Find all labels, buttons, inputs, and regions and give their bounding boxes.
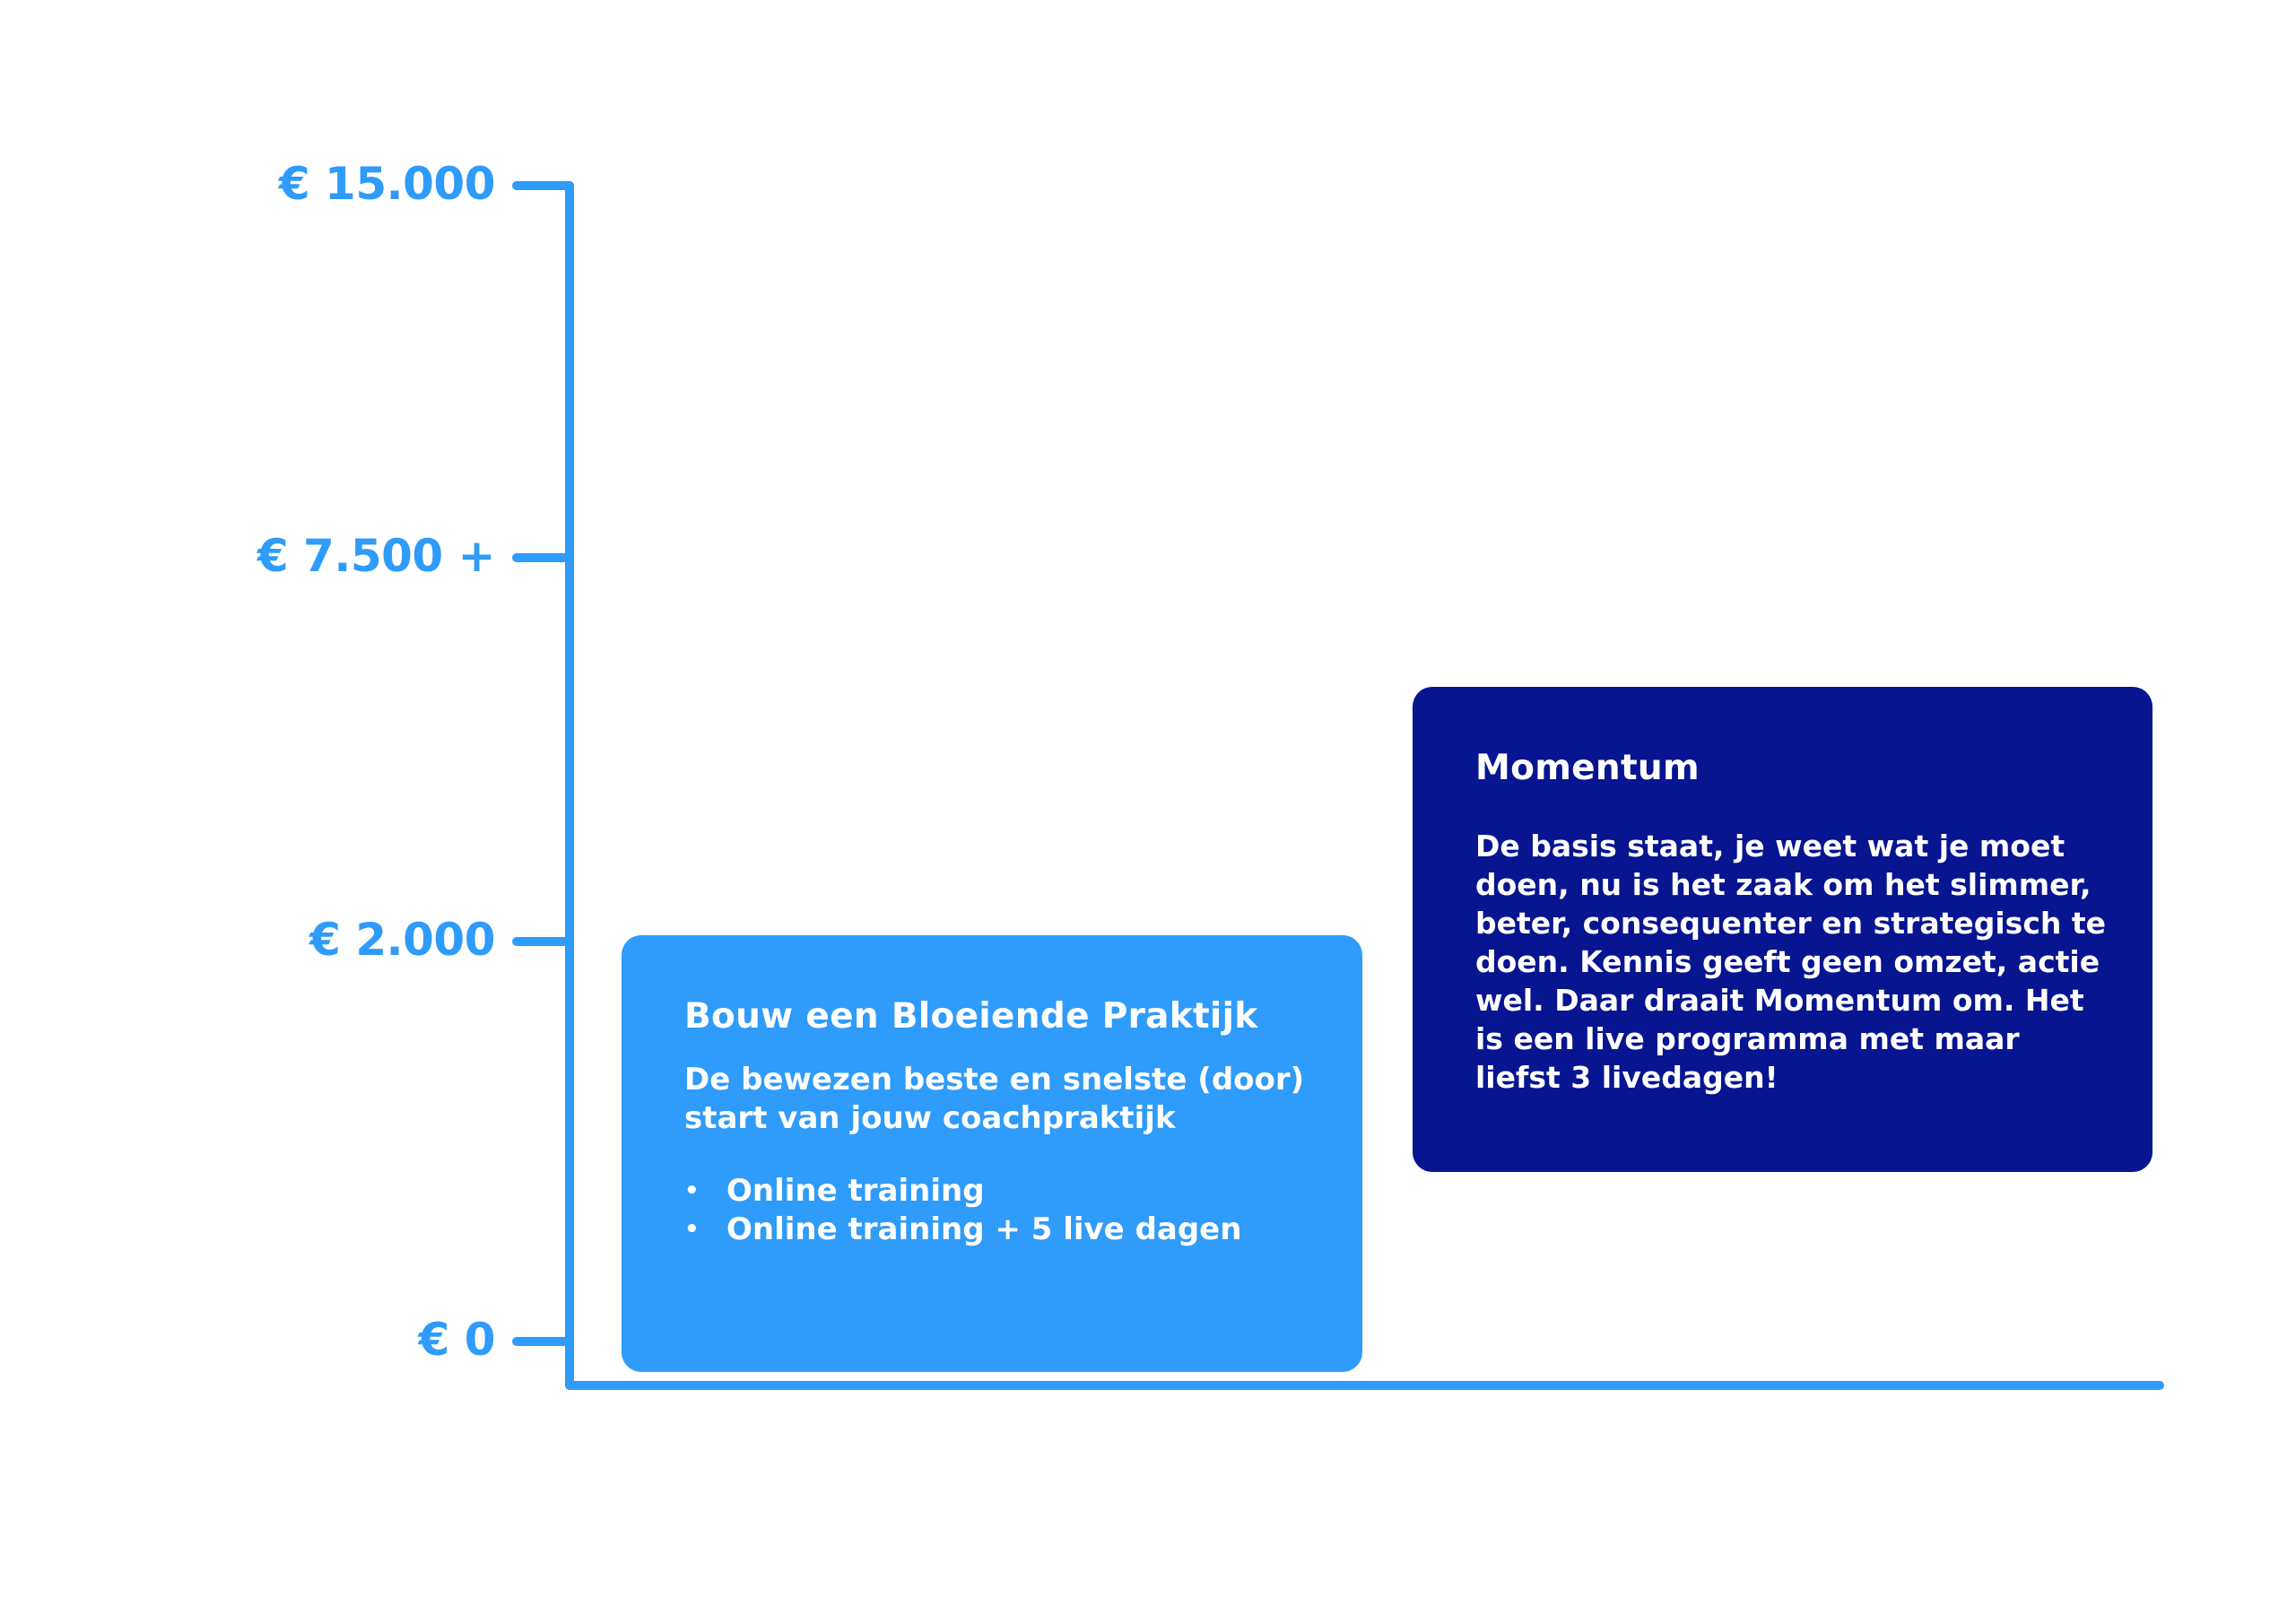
card-description-momentum: De basis staat, je weet wat je moet doen…	[1475, 829, 2107, 1095]
y-tick-label: € 15.000	[278, 158, 496, 210]
feature-item: Online training + 5 live dagen	[684, 1211, 1309, 1249]
feature-list-bouw: Online training Online training + 5 live…	[684, 1172, 1309, 1249]
card-description-bouw: De bewezen beste en snelste (door) start…	[684, 1062, 1305, 1136]
y-tick-label: € 2.000	[309, 914, 495, 966]
bar-momentum: Momentum De basis staat, je weet wat je …	[1413, 687, 2152, 1172]
card-title-bouw: Bouw een Bloeiende Praktijk	[684, 996, 1258, 1037]
y-tick-label: € 7.500 +	[257, 530, 496, 582]
price-axis	[512, 181, 2164, 1390]
y-tick-label: € 0	[418, 1314, 496, 1366]
feature-item: Online training	[684, 1172, 1309, 1211]
bar-bouw-een-bloeiende-praktijk: Bouw een Bloeiende Praktijk De bewezen b…	[622, 935, 1362, 1372]
card-title-momentum: Momentum	[1475, 748, 1700, 788]
